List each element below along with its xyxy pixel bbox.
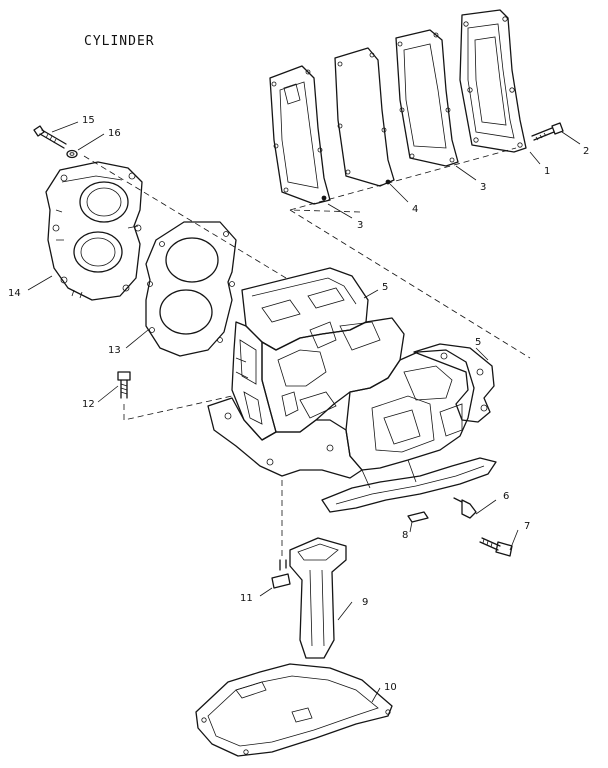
callout-11: 11	[240, 593, 253, 604]
callout-16: 16	[108, 128, 121, 139]
dowel-pin	[407, 511, 429, 523]
callout-4: 4	[412, 204, 419, 215]
leader-lines	[27, 121, 581, 703]
callout-12: 12	[82, 399, 95, 410]
head-washer	[66, 149, 78, 159]
exhaust-gasket-inner	[269, 65, 331, 205]
cover-bolt	[531, 122, 564, 141]
callout-13: 13	[108, 345, 121, 356]
callout-6: 6	[503, 491, 510, 502]
exhaust-tube	[289, 537, 347, 659]
drain-plug	[453, 497, 477, 519]
exhaust-plate	[334, 47, 395, 187]
cylinder-head	[45, 161, 143, 301]
callout-14: 14	[8, 288, 21, 299]
callout-10: 10	[384, 682, 397, 693]
callout-7: 7	[524, 521, 531, 532]
callout-3a: 3	[480, 182, 487, 193]
callout-9: 9	[362, 597, 369, 608]
exhaust-gasket-outer	[395, 29, 459, 167]
callout-1: 1	[544, 166, 551, 177]
callout-5b: 5	[475, 337, 482, 348]
alignment-lines	[83, 147, 531, 560]
head-bolt	[33, 125, 67, 149]
callout-8: 8	[402, 530, 409, 541]
block-bolt	[117, 371, 131, 399]
exhaust-cover	[459, 9, 527, 153]
callout-2: 2	[583, 146, 590, 157]
block-screw	[479, 537, 513, 557]
tube-bolt	[271, 559, 291, 589]
callout-3b: 3	[357, 220, 364, 231]
callout-15: 15	[82, 115, 95, 126]
head-gasket	[145, 221, 237, 357]
cylinder-block	[207, 267, 497, 513]
diagram-title: CYLINDER	[84, 34, 155, 49]
callout-5a: 5	[382, 282, 389, 293]
base-gasket	[195, 663, 393, 757]
